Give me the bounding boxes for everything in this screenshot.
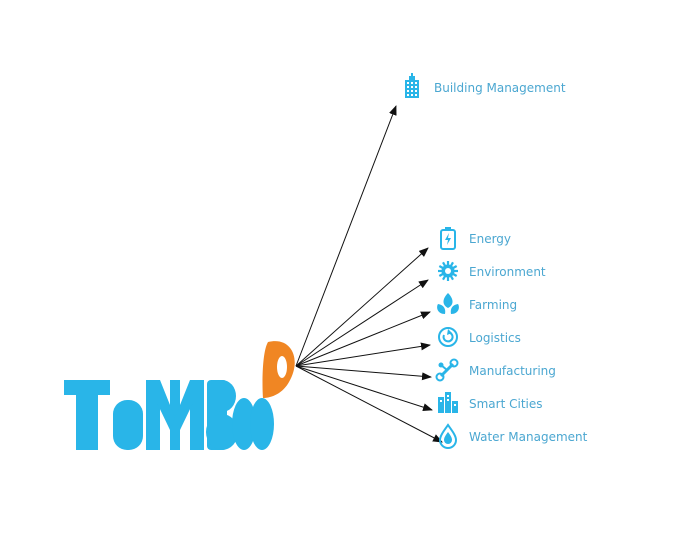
edge-farming	[295, 311, 431, 367]
node-label: Logistics	[469, 331, 521, 345]
edges	[295, 105, 443, 443]
node-farming: Farming	[437, 293, 517, 314]
edge-water-management	[295, 365, 443, 443]
node-label: Smart Cities	[469, 397, 543, 411]
nodes: Building ManagementEnergyEnvironmentFarm…	[405, 73, 588, 449]
battery-icon	[440, 227, 456, 250]
water-drop-icon	[438, 423, 458, 449]
edge-manufacturing	[295, 365, 432, 381]
edge-environment	[295, 279, 429, 367]
wrench-icon	[435, 358, 459, 382]
node-label: Water Management	[469, 430, 588, 444]
edge-energy	[295, 247, 429, 367]
node-label: Farming	[469, 298, 517, 312]
edge-logistics	[295, 342, 431, 367]
node-smart-cities: Smart Cities	[438, 392, 543, 413]
node-logistics: Logistics	[438, 327, 521, 347]
city-icon	[438, 392, 458, 413]
node-label: Manufacturing	[469, 364, 556, 378]
building-icon	[405, 73, 419, 98]
node-water-management: Water Management	[438, 423, 588, 449]
edge-building-management	[295, 105, 397, 367]
cycle-icon	[438, 327, 458, 347]
sun-gear-icon	[438, 261, 458, 281]
leaves-icon	[437, 293, 459, 314]
node-label: Building Management	[434, 81, 566, 95]
temboo-pin-icon	[262, 341, 295, 398]
node-manufacturing: Manufacturing	[435, 358, 556, 382]
node-environment: Environment	[438, 261, 546, 281]
temboo-logo	[64, 341, 295, 450]
edge-smart-cities	[295, 365, 433, 412]
node-label: Energy	[469, 232, 511, 246]
node-energy: Energy	[440, 227, 511, 250]
node-label: Environment	[469, 265, 546, 279]
node-building-management: Building Management	[405, 73, 566, 98]
